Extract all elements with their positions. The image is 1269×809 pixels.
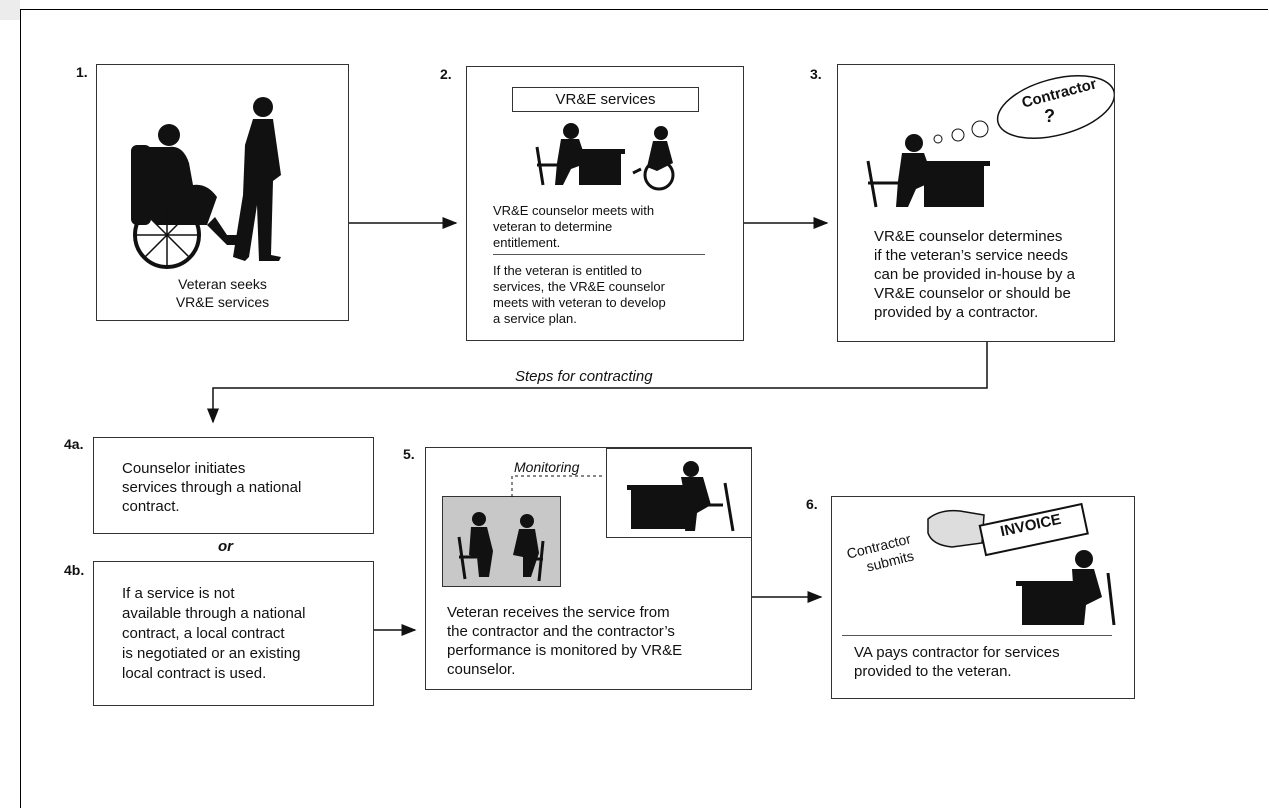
- step-5-text-4: counselor.: [447, 661, 516, 678]
- vre-services-label-box: VR&E services: [512, 87, 699, 112]
- monitoring-connector: [511, 475, 604, 497]
- step-2-text-a-3: entitlement.: [493, 235, 561, 250]
- invoice-submission-illustration: [927, 502, 1116, 626]
- step-6-text-2: provided to the veteran.: [854, 663, 1012, 680]
- step-3-box: Contractor ? VR&E counselor determines i…: [837, 64, 1115, 342]
- monitoring-label: Monitoring: [514, 459, 580, 475]
- step-2-text-b-4: a service plan.: [493, 311, 577, 326]
- step-4a-box: Counselor initiates services through a n…: [93, 437, 374, 534]
- thought-bubble: [996, 75, 1114, 139]
- counselor-monitor-panel: [606, 448, 752, 538]
- counselor-thinking-illustration: [866, 75, 1114, 208]
- step-3-number: 3.: [810, 66, 822, 82]
- step-2-text-a-1: VR&E counselor meets with: [493, 203, 655, 218]
- step-3-text-4: VR&E counselor or should be: [874, 285, 1071, 302]
- step-6-number: 6.: [806, 496, 818, 512]
- step-6-text-1: VA pays contractor for services: [854, 644, 1060, 661]
- step-5-text-1: Veteran receives the service from: [447, 604, 670, 621]
- step-3-text-3: can be provided in-house by a: [874, 266, 1075, 283]
- step-2-text-b-1: If the veteran is entitled to: [493, 263, 642, 278]
- step-5-box: Monitoring Veteran receives the service …: [425, 447, 752, 690]
- or-label: or: [218, 538, 233, 555]
- step-3-text-2: if the veteran’s service needs: [874, 247, 1068, 264]
- step-2-text-b-2: services, the VR&E counselor: [493, 279, 665, 294]
- step-4b-text-2: available through a national: [122, 605, 306, 622]
- step-3-text-5: provided by a contractor.: [874, 304, 1039, 321]
- standing-person-head: [253, 97, 273, 117]
- vre-services-label: VR&E services: [555, 91, 656, 108]
- step-2-number: 2.: [440, 66, 452, 82]
- step-2-divider: [493, 254, 705, 255]
- step-6-box: Contractor submits INVOICE VA pays contr…: [831, 496, 1135, 699]
- step-1-number: 1.: [76, 64, 88, 80]
- corner-patch: [0, 0, 20, 20]
- step-2-box: VR&E services VR&E counselor meets with …: [466, 66, 744, 341]
- step-1-text-line-2: VR&E services: [175, 294, 270, 310]
- step-5-text-2: the contractor and the contractor’s: [447, 623, 675, 640]
- wheelchair-back: [131, 145, 151, 225]
- step-5-number: 5.: [403, 446, 415, 462]
- step-1-box: Veteran seeks VR&E services: [96, 64, 349, 321]
- step-4b-number: 4b.: [64, 562, 85, 578]
- service-photo-panel: [442, 496, 561, 587]
- step-4b-box: If a service is not available through a …: [93, 561, 374, 706]
- step-4b-text-5: local contract is used.: [122, 665, 267, 682]
- step-4a-text-1: Counselor initiates: [122, 460, 246, 477]
- step-4a-text-3: contract.: [122, 498, 180, 515]
- step-1-text-line-1: Veteran seeks: [178, 276, 267, 292]
- step-4b-text-1: If a service is not: [122, 585, 235, 602]
- step-2-text-a-2: veteran to determine: [493, 219, 613, 234]
- thought-dot-medium: [951, 128, 965, 142]
- thought-dot-small: [933, 134, 943, 144]
- step-4b-text-3: contract, a local contract: [122, 625, 285, 642]
- counselor-at-desk-illustration: [627, 461, 735, 532]
- step-4b-text-4: is negotiated or an existing: [122, 645, 301, 662]
- bubble-question-mark: ?: [1044, 106, 1055, 126]
- hand-icon: [927, 509, 985, 548]
- person-head-icon: [158, 124, 180, 146]
- step-5-text-3: performance is monitored by VR&E: [447, 642, 683, 659]
- step-3-text-1: VR&E counselor determines: [874, 228, 1063, 245]
- steps-for-contracting-label: Steps for contracting: [515, 368, 653, 385]
- step-2-text-b-3: meets with veteran to develop: [493, 295, 666, 310]
- step-4a-number: 4a.: [64, 436, 84, 452]
- service-session-illustration: [457, 512, 545, 582]
- step-4a-text-2: services through a national: [122, 479, 302, 496]
- step-6-divider: [842, 635, 1112, 636]
- standing-person-body: [233, 119, 281, 261]
- page-frame: [20, 9, 1268, 808]
- invoice-card: [978, 502, 1089, 557]
- counselor-meeting-illustration: [535, 123, 675, 191]
- veteran-wheelchair-illustration: [131, 97, 281, 269]
- thought-dot-large: [971, 120, 989, 138]
